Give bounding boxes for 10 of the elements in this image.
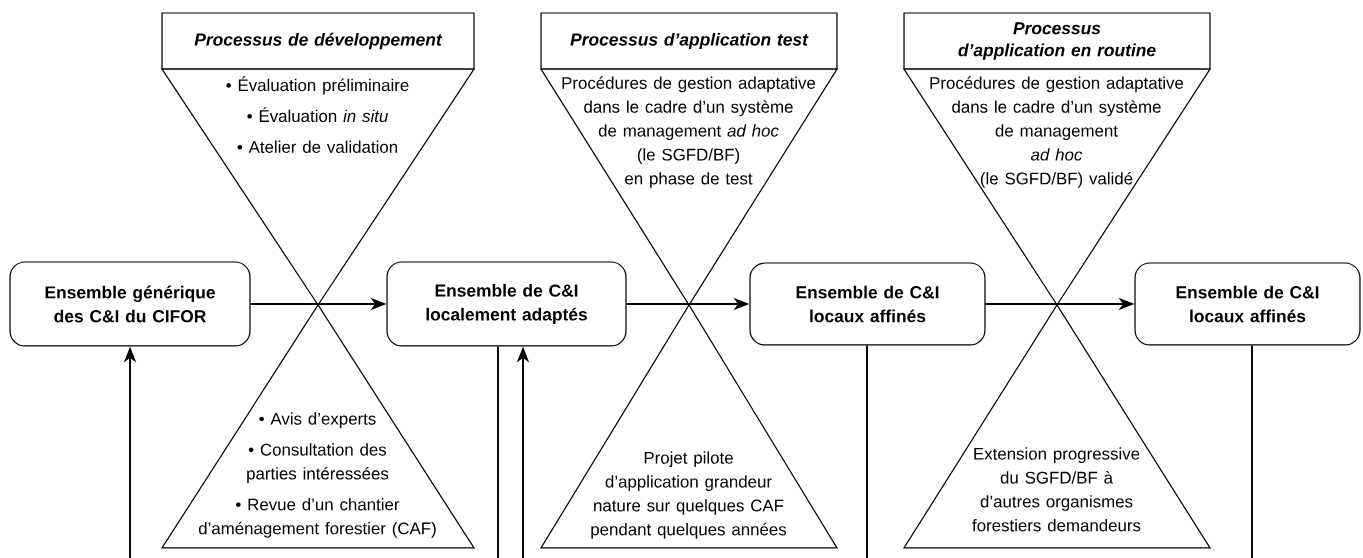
process-title-box: Processus de développement — [161, 12, 475, 70]
connector-line — [866, 344, 868, 558]
rounded-box: Ensemble de C&I locaux affinés — [749, 262, 986, 346]
connector-line — [497, 345, 499, 558]
rounded-box: Ensemble de C&I localement adaptés — [386, 261, 627, 347]
connector-line — [1251, 344, 1253, 558]
process-title-box: Processus d’application test — [540, 12, 838, 70]
rounded-box: Ensemble générique des C&I du CIFOR — [9, 261, 251, 347]
process-title-box: Processus d’application en routine — [903, 12, 1211, 70]
rounded-box: Ensemble de C&I locaux affinés — [1134, 262, 1361, 346]
